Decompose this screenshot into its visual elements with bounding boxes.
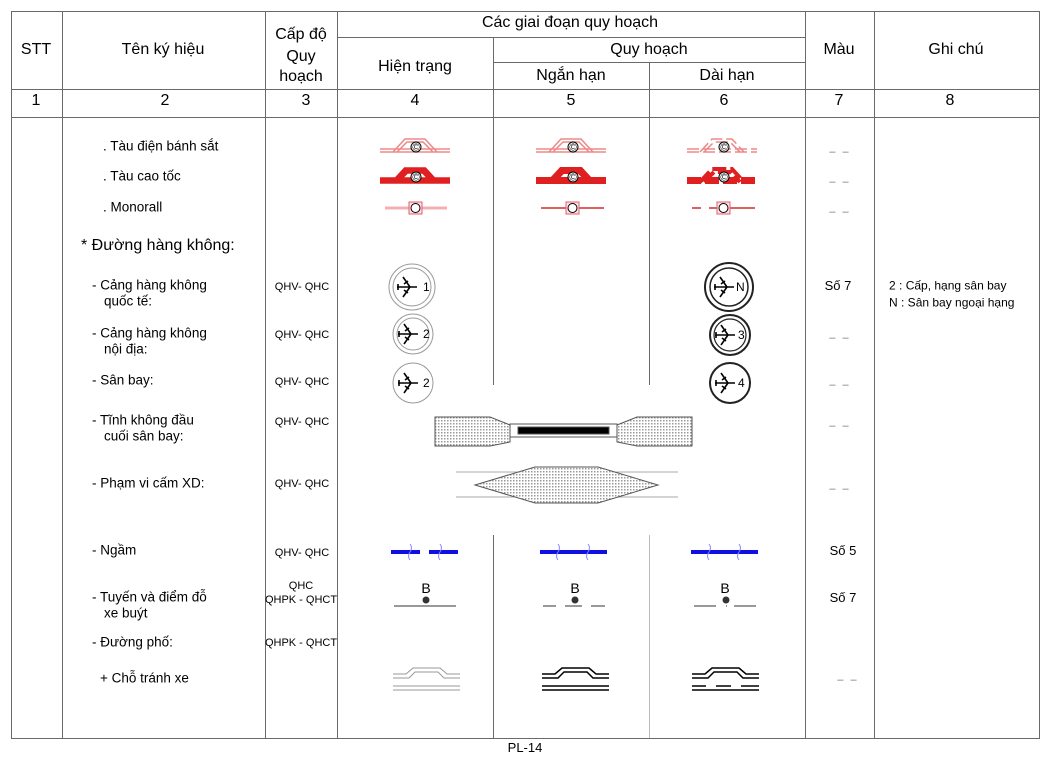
row-cap-do: QHV- QHC <box>274 477 330 490</box>
row-mau: – – <box>829 205 851 218</box>
passing-bay-symbol <box>393 667 759 691</box>
row-mau: – – <box>829 331 851 344</box>
svg-text:©: © <box>720 173 728 184</box>
svg-text:©: © <box>412 143 420 154</box>
svg-text:3: 3 <box>738 328 745 342</box>
header-quy-hoach: Quy hoạch <box>610 41 688 59</box>
section-heading: * Đường hàng không: <box>81 237 235 255</box>
row-name: - Sân bay: <box>92 372 154 388</box>
row-name: xe buýt <box>104 605 148 621</box>
note-text: : Cấp, hạng sân bay <box>899 278 1007 293</box>
row-name: - Tuyến và điểm đỗ <box>92 589 207 605</box>
row-cap-do: QHPK - QHCT <box>264 593 338 606</box>
svg-text:B: B <box>720 580 729 596</box>
svg-text:©: © <box>569 173 577 184</box>
note-key: N <box>889 295 898 310</box>
svg-text:N: N <box>736 280 745 294</box>
note-text: : Sân bay ngoại hạng <box>901 295 1015 310</box>
row-name: cuối sân bay: <box>104 428 184 444</box>
row-name: - Cảng hàng không <box>92 277 207 293</box>
row-name: - Phạm vi cấm XD: <box>92 475 205 491</box>
row-cap-do: QHV- QHC <box>274 546 330 559</box>
note-key: 2 <box>889 278 896 293</box>
airport-icon: N <box>704 262 754 312</box>
row-cap-do: QHV- QHC <box>274 415 330 428</box>
row-name: - Tĩnh không đầu <box>92 412 194 428</box>
row-mau: – – <box>829 482 851 495</box>
header-cap-do: Cấp độ <box>275 26 327 44</box>
col-number: 4 <box>410 92 420 110</box>
svg-text:2: 2 <box>423 376 430 390</box>
svg-text:©: © <box>569 143 577 154</box>
row-name: - Đường phố: <box>92 634 173 650</box>
runway-clearance-symbol <box>434 416 693 447</box>
airport-icon: 4 <box>709 362 751 404</box>
airport-icon: 1 <box>388 263 436 311</box>
row-cap-do: QHV- QHC <box>274 375 330 388</box>
col-number: 5 <box>566 92 576 110</box>
airport-icon: 2 <box>392 313 434 355</box>
header-ten-ky-hieu: Tên ký hiệu <box>121 41 205 59</box>
row-mau: Số 5 <box>829 542 857 558</box>
header-hien-trang: Hiện trạng <box>378 58 452 76</box>
row-name: - Cảng hàng không <box>92 325 207 341</box>
header-ngan-han: Ngắn hạn <box>536 67 606 85</box>
row-name: - Ngầm <box>92 542 137 558</box>
bus-stop-symbol: B B B <box>394 580 756 607</box>
col-number: 6 <box>719 92 729 110</box>
row-mau: – – <box>837 673 859 686</box>
header-dai-han: Dài hạn <box>699 67 755 85</box>
underground-break-icon <box>408 543 741 561</box>
svg-text:©: © <box>412 173 420 184</box>
svg-text:©: © <box>720 143 728 154</box>
row-name: . Tàu điện bánh sắt <box>103 138 219 154</box>
row-name: nội địa: <box>104 341 148 357</box>
row-name: quốc tế: <box>104 293 153 309</box>
row-cap-do: QHV- QHC <box>274 280 330 293</box>
row-mau: – – <box>829 175 851 188</box>
row-name: . Monorall <box>103 199 163 215</box>
airport-icon: 2 <box>392 362 434 404</box>
row-mau: Số 7 <box>829 589 857 605</box>
col-number: 2 <box>160 92 170 110</box>
svg-text:4: 4 <box>738 376 745 390</box>
header-cap-do: hoạch <box>279 68 323 86</box>
row-cap-do: QHC <box>288 579 314 592</box>
no-build-zone-symbol <box>456 466 678 504</box>
page-number: PL-14 <box>507 739 543 755</box>
row-cap-do: QHPK - QHCT <box>264 636 338 649</box>
svg-text:B: B <box>570 580 579 596</box>
col-number: 7 <box>834 92 844 110</box>
col-number: 3 <box>301 92 311 110</box>
header-stt: STT <box>20 41 52 59</box>
header-mau: Màu <box>823 41 855 59</box>
row-cap-do: QHV- QHC <box>274 328 330 341</box>
header-ghi-chu: Ghi chú <box>928 41 984 59</box>
row-mau: – – <box>829 378 851 391</box>
row-mau: – – <box>829 419 851 432</box>
col-number: 1 <box>31 92 41 110</box>
airport-icon: 3 <box>709 314 751 356</box>
col-number: 8 <box>945 92 955 110</box>
row-name: . Tàu cao tốc <box>103 168 181 184</box>
note-line: 2 : Cấp, hạng sân bay <box>889 279 1006 292</box>
row-mau: – – <box>829 145 851 158</box>
header-cac-giai-doan: Các giai đoạn quy hoạch <box>481 14 659 32</box>
header-cap-do: Quy <box>286 48 316 66</box>
svg-text:2: 2 <box>423 327 430 341</box>
svg-text:B: B <box>421 580 430 596</box>
rail-mark-icon: © © © © © © <box>408 141 731 215</box>
row-mau: Số 7 <box>824 277 852 293</box>
svg-text:1: 1 <box>423 280 430 294</box>
row-name: + Chỗ tránh xe <box>100 670 189 686</box>
note-line: N : Sân bay ngoại hạng <box>889 296 1014 309</box>
